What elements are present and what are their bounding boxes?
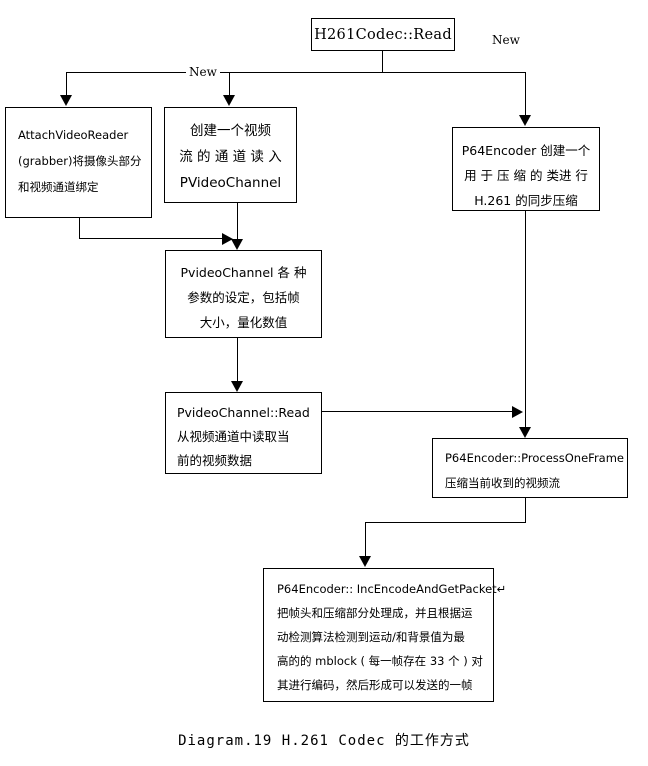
arrowhead-to-create [223, 95, 236, 106]
node-p64encoder-incencodeandgetpacket[interactable]: P64Encoder:: IncEncodeAndGetPacket↵ 把帧头和… [263, 568, 507, 702]
node-p64encoder-processoneframe[interactable]: P64Encoder::ProcessOneFrame 压缩当前收到的视频流 [432, 438, 628, 498]
node-text-line: 高的的 mblock ( 每一帧存在 33 个 ) 对 [277, 654, 483, 668]
arrowhead-to-channel-read [231, 381, 244, 392]
connector-read-to-trunk [322, 411, 514, 413]
node-text-line: 压缩当前收到的视频流 [445, 476, 560, 490]
node-text-line: 前的视频数据 [177, 453, 253, 468]
edge-label-new-right: New [489, 33, 523, 47]
node-attach-video-reader[interactable]: AttachVideoReader (grabber)将摄像头部分 和视频通道绑… [5, 107, 152, 218]
arrowhead-to-incencode [359, 556, 372, 567]
node-text-line: P64Encoder:: IncEncodeAndGetPacket↵ [277, 582, 507, 596]
arrowhead-to-channel-settings [231, 239, 244, 250]
node-text-line: PvideoChannel::Read [177, 405, 310, 420]
node-text-line: P64Encoder::ProcessOneFrame [445, 451, 625, 465]
connector-branch-bus [66, 72, 526, 74]
arrowhead-to-processoneframe [519, 427, 532, 438]
node-text-line: 用 于 压 缩 的 类进 行 [464, 168, 588, 183]
node-text-line: H261Codec::Read [314, 26, 452, 43]
arrowhead-to-p64encoder [519, 115, 532, 126]
node-text-line: 流 的 通 道 读 入 [179, 149, 282, 165]
node-create-video-channel[interactable]: 创建一个视频 流 的 通 道 读 入 PVideoChannel [164, 107, 297, 203]
node-pvideochannel-read[interactable]: PvideoChannel::Read 从视频通道中读取当 前的视频数据 [165, 392, 322, 474]
connector-attach-down [79, 218, 81, 239]
arrowhead-attach-merge [222, 232, 233, 245]
connector-bus-to-p64encoder [525, 72, 527, 115]
node-text-line: PVideoChannel [179, 175, 282, 191]
node-h261codec-read[interactable]: H261Codec::Read [311, 18, 455, 51]
connector-create-down [237, 203, 239, 239]
diagram-caption: Diagram.19 H.261 Codec 的工作方式 [178, 733, 470, 749]
node-text-line: AttachVideoReader [18, 128, 129, 142]
node-text-line: (grabber)将摄像头部分 [18, 154, 142, 168]
connector-into-incencode [365, 522, 367, 556]
node-text-line: 其进行编码，然后形成可以发送的一帧 [277, 678, 473, 692]
connector-read-to-bus [382, 51, 384, 73]
connector-p64encoder-down [525, 211, 527, 427]
node-pvideochannel-settings[interactable]: PvideoChannel 各 种 参数的设定，包括帧 大小，量化数值 [165, 250, 322, 338]
connector-process-down [525, 498, 527, 523]
arrowhead-to-attach [60, 95, 73, 106]
connector-attach-right [79, 238, 231, 240]
connector-settings-to-read [237, 338, 239, 381]
node-text-line: H.261 的同步压缩 [474, 193, 578, 208]
connector-bus-to-create [229, 72, 231, 95]
node-text-line: 从视频通道中读取当 [177, 429, 290, 444]
connector-bus-to-attach [66, 72, 68, 95]
node-text-line: 和视频通道绑定 [18, 180, 99, 194]
connector-process-left [365, 522, 526, 524]
node-text-line: PvideoChannel 各 种 [180, 265, 307, 280]
node-text-line: 大小，量化数值 [199, 315, 288, 330]
node-text-line: 把帧头和压缩部分处理成，并且根据运 [277, 606, 473, 620]
node-text-line: 创建一个视频 [190, 123, 271, 139]
edge-label-new-left: New [186, 65, 220, 79]
node-text-line: 动检测算法检测到运动/和背景值为最 [277, 630, 465, 644]
arrowhead-read-to-trunk [512, 405, 523, 418]
node-text-line: P64Encoder 创建一个 [461, 143, 591, 158]
node-text-line: 参数的设定，包括帧 [187, 290, 300, 305]
node-p64encoder-create[interactable]: P64Encoder 创建一个 用 于 压 缩 的 类进 行 H.261 的同步… [452, 127, 600, 211]
